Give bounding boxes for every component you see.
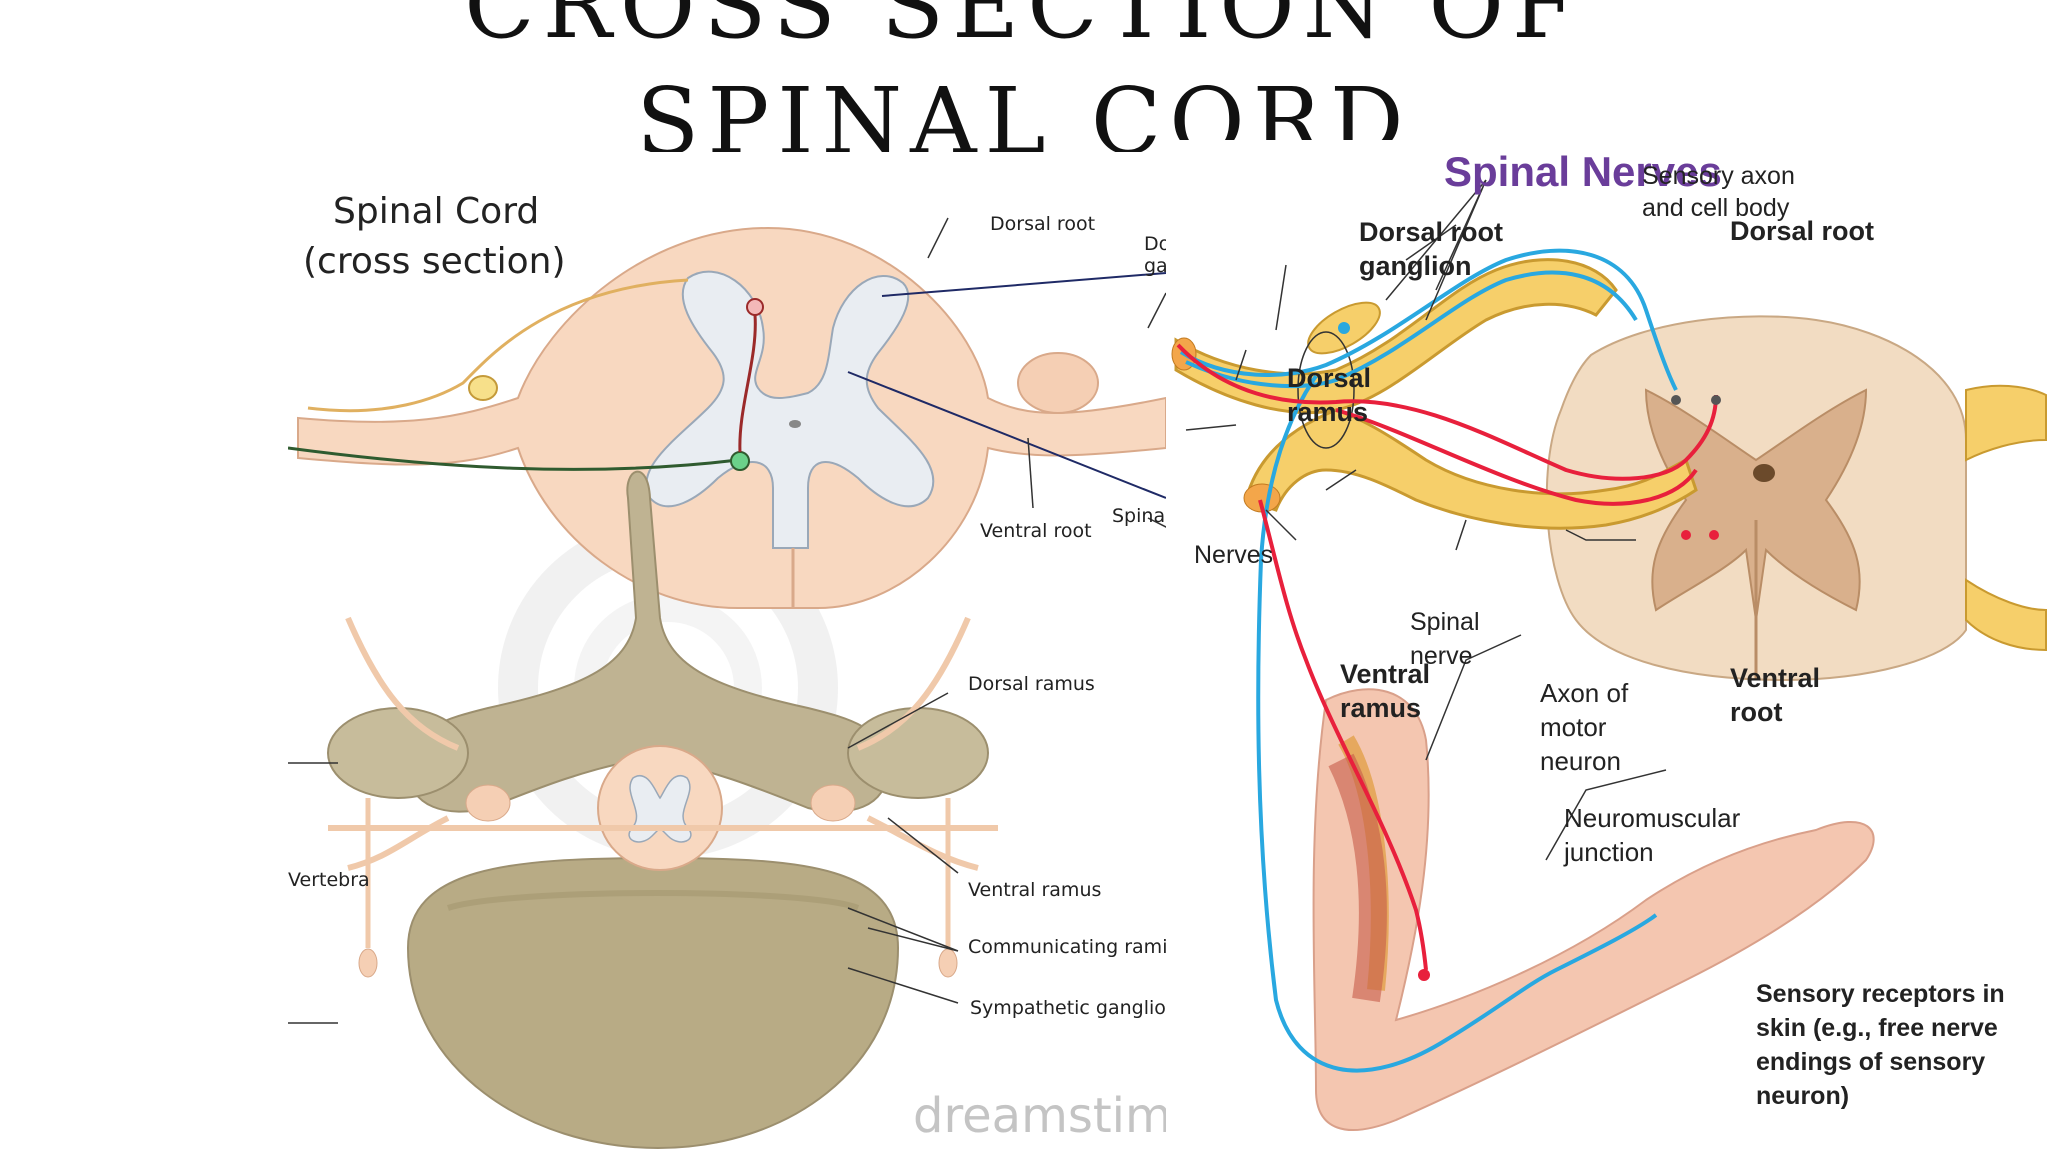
slide-title-line-2: SPINAL CORD — [636, 68, 1412, 153]
spinal-cord-cross-section — [288, 226, 1166, 609]
watermark-text: dreamstim — [913, 1088, 1166, 1144]
vertebra-illustration — [327, 470, 998, 1150]
label-receptors-1: Sensory receptors in — [1756, 980, 2005, 1008]
label-sympathetic-ganglion: Sympathetic ganglio — [970, 997, 1166, 1019]
label-spinal-nerve-1: Spinal — [1410, 608, 1480, 636]
label-ventral-ramus-2: ramus — [1340, 693, 1421, 723]
label-communicating-rami: Communicating rami — [968, 936, 1166, 958]
label-receptors-2: skin (e.g., free nerve — [1756, 1014, 1998, 1042]
label-nmj-1: Neuromuscular — [1564, 803, 1741, 833]
motor-neuron-paths — [1176, 343, 1718, 971]
label-axon-motor-2: motor — [1540, 712, 1607, 742]
left-title-line-2: (cross section) — [303, 241, 566, 282]
label-vertebra: Vertebra — [288, 869, 370, 891]
label-dorsal-ramus-2: ramus — [1287, 397, 1368, 427]
label-ganglion-cut: ga — [1144, 255, 1166, 277]
right-spinal-nerves-figure: Spinal Nerves Sensory axon and cell body… — [1166, 140, 2048, 1152]
arm-illustration — [1312, 688, 1875, 1131]
right-figure-svg: Spinal Nerves Sensory axon and cell body… — [1171, 148, 2047, 1131]
label-receptors-3: endings of sensory — [1756, 1048, 1985, 1076]
label-ventral-root: Ventral root — [980, 520, 1092, 542]
label-axon-motor-1: Axon of — [1540, 678, 1629, 708]
label-dorsal-ramus: Dorsal ramus — [968, 673, 1095, 695]
label-ventral-root-2: root — [1730, 697, 1782, 727]
label-nmj-2: junction — [1563, 837, 1654, 867]
label-drg-1: Dorsal root — [1359, 217, 1503, 247]
slide-title-line-1: CROSS SECTION OF — [464, 0, 1584, 59]
slide-title: CROSS SECTION OF SPINAL CORD — [0, 0, 2048, 152]
left-title-line-1: Spinal Cord — [333, 191, 539, 232]
label-spinal-nerve-2: nerve — [1410, 642, 1473, 670]
sensory-neuron-paths — [1179, 248, 1678, 1073]
spinal-cord-segment — [1545, 315, 2047, 682]
label-ventral-ramus-1: Ventral — [1340, 659, 1430, 689]
label-dorsal-root-ganglion-cut: Do — [1144, 233, 1166, 255]
label-dorsal-root: Dorsal root — [1730, 216, 1874, 246]
label-sensory-axon-1: Sensory axon — [1642, 162, 1795, 190]
right-title: Spinal Nerves — [1444, 148, 1722, 195]
neuron-cell-bodies — [1338, 322, 1721, 981]
label-axon-motor-3: neuron — [1540, 746, 1621, 776]
label-sensory-axon-2: and cell body — [1642, 194, 1790, 222]
left-figure-svg: Spinal Cord (cross section) Dorsal root … — [288, 191, 1166, 1150]
label-dorsal-ramus-1: Dorsal — [1287, 363, 1371, 393]
label-dorsal-root: Dorsal root — [990, 213, 1095, 235]
left-spinal-cord-figure: Spinal Cord (cross section) Dorsal root … — [288, 168, 1166, 1152]
right-leader-lines — [1185, 179, 1667, 861]
label-spinal-nerve-cut: Spina — [1112, 505, 1165, 527]
label-nerves: Nerves — [1194, 541, 1273, 569]
label-ventral-root-1: Ventral — [1730, 663, 1820, 693]
label-receptors-4: neuron) — [1756, 1082, 1849, 1110]
left-leader-lines — [288, 217, 1166, 1024]
label-drg-2: ganglion — [1359, 251, 1471, 281]
label-ventral-ramus: Ventral ramus — [968, 879, 1101, 901]
